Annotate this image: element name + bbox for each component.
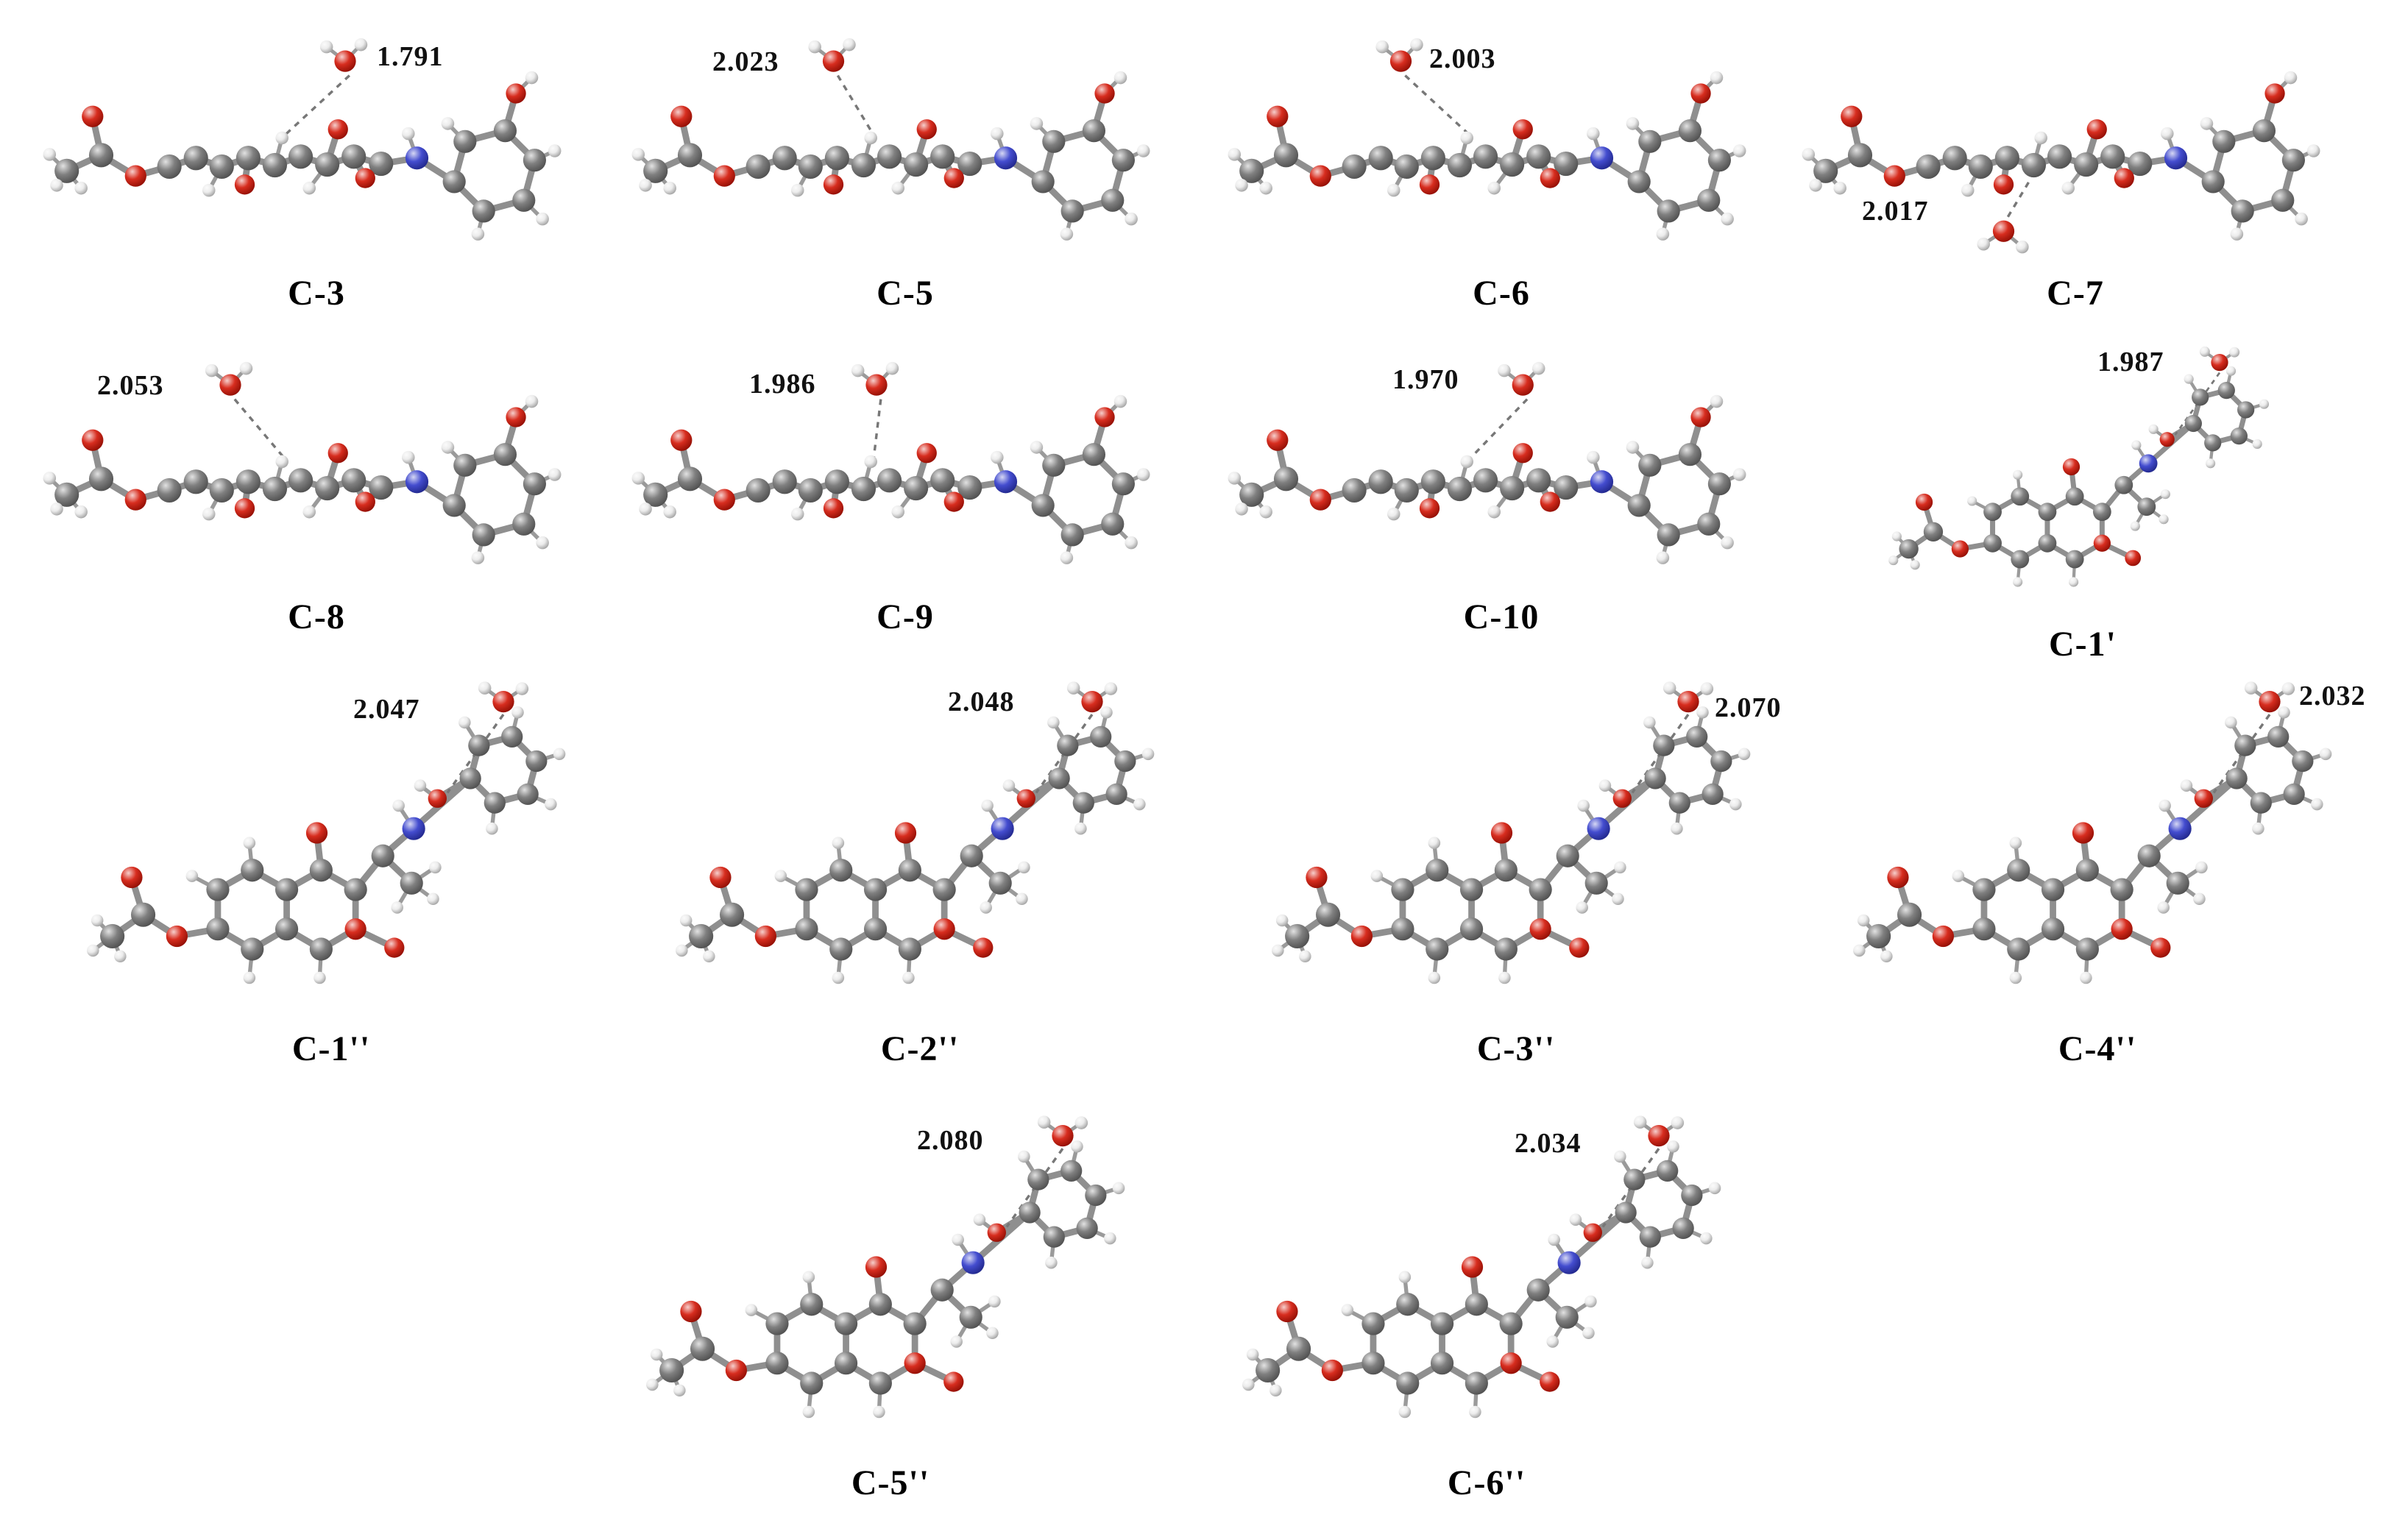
molecule-structure-c5pp	[646, 1115, 1125, 1419]
structure-label: C-4''	[2058, 1029, 2137, 1068]
molecule-structure-c8	[43, 361, 562, 564]
hbond-distance: 2.053	[97, 370, 164, 401]
hbond-distance: 1.791	[377, 41, 444, 72]
molecule-structure-c9	[631, 361, 1150, 564]
molecule-structure-c7	[1802, 71, 2320, 254]
molecule-panel-c6: 2.003 C-6	[1214, 7, 1788, 313]
molecule-panel-c7: 2.017 C-7	[1788, 7, 2362, 313]
molecule-structure-c5	[631, 38, 1150, 241]
molecule-panel-c5pp: 2.080 C-5''	[603, 1096, 1178, 1503]
molecule-panel-c5: 2.023 C-5	[618, 7, 1192, 313]
molecule-structure-c2pp	[676, 681, 1155, 984]
molecule-panel-c6pp: 2.034 C-6''	[1200, 1096, 1774, 1503]
structure-label: C-6''	[1447, 1463, 1526, 1502]
hbond-distance: 2.048	[948, 686, 1015, 717]
hbond-distance: 2.017	[1862, 196, 1929, 227]
molecule-panel-c1pp: 2.047 C-1''	[44, 662, 618, 1069]
molecule-panel-c3pp: 2.070 C-3''	[1229, 662, 1803, 1069]
molecule-structure-c1pp	[87, 681, 566, 984]
molecule-structure-c6pp	[1242, 1115, 1721, 1419]
hbond-distance: 2.070	[1715, 692, 1782, 723]
molecule-panel-c10: 1.970 C-10	[1214, 331, 1788, 637]
molecule-panel-c3: 1.791 C-3	[29, 7, 603, 313]
hbond-distance: 1.986	[749, 369, 816, 400]
molecule-panel-c1p: 1.987 C-1'	[1855, 331, 2311, 664]
structure-label: C-5	[877, 274, 934, 313]
molecule-panel-c8: 2.053 C-8	[29, 331, 603, 637]
hbond-distance: 2.047	[353, 694, 420, 725]
structure-label: C-10	[1463, 597, 1540, 636]
structure-label: C-6	[1473, 274, 1530, 313]
structure-label: C-8	[288, 597, 345, 636]
molecule-structure-c3	[43, 38, 562, 241]
molecule-structure-c3pp	[1272, 681, 1751, 984]
hbond-distance: 1.987	[2097, 347, 2164, 377]
structure-label: C-7	[2047, 274, 2104, 313]
structure-label: C-9	[877, 597, 934, 636]
molecule-panel-c9: 1.986 C-9	[618, 331, 1192, 637]
structure-label: C-1'	[2049, 624, 2117, 664]
hbond-distance: 2.034	[1515, 1128, 1582, 1159]
structure-label: C-3''	[1476, 1029, 1556, 1068]
hbond-distance: 2.023	[712, 46, 779, 77]
hbond-distance: 2.003	[1429, 43, 1496, 74]
molecule-structure-c1p	[1888, 346, 2270, 587]
molecule-panel-c2pp: 2.048 C-2''	[633, 662, 1207, 1069]
structure-label: C-1''	[291, 1029, 371, 1068]
molecule-structure-c6	[1228, 38, 1746, 241]
molecule-structure-c4pp	[1853, 681, 2332, 984]
hbond-distance: 2.032	[2299, 681, 2366, 711]
molecule-structure-c10	[1228, 361, 1746, 564]
molecule-panel-c4pp: 2.032 C-4''	[1810, 662, 2384, 1069]
structure-label: C-5''	[851, 1463, 930, 1502]
structure-label: C-3	[288, 274, 345, 313]
hbond-distance: 2.080	[917, 1125, 984, 1156]
hbond-distance: 1.970	[1392, 364, 1459, 395]
structure-label: C-2''	[880, 1029, 960, 1068]
